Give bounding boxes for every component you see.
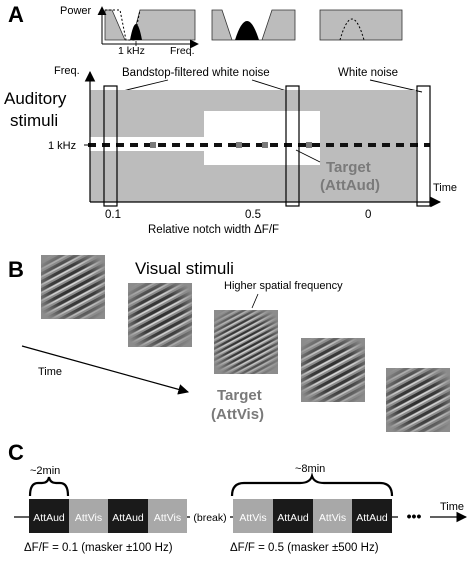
time-label-auditory: Time bbox=[433, 182, 457, 194]
condition-first-label: ΔF/F = 0.1 (masker ±100 Hz) bbox=[24, 542, 173, 554]
block-label: AttAud bbox=[277, 512, 309, 524]
block-sequence-1: AttAud AttVis AttAud AttVis bbox=[29, 499, 187, 533]
block-label: AttAud bbox=[112, 512, 144, 524]
target-tone-1 bbox=[150, 142, 156, 148]
grating-2 bbox=[128, 283, 192, 347]
notch-band-wide bbox=[204, 111, 320, 165]
bandstop-label: Bandstop-filtered white noise bbox=[122, 67, 270, 79]
window-white-noise bbox=[416, 85, 431, 207]
block-att-vis bbox=[148, 499, 187, 533]
inset-freq-label: Freq. bbox=[170, 45, 195, 57]
block-att-aud bbox=[352, 499, 392, 533]
block-att-vis bbox=[69, 499, 108, 533]
notch-value-2: 0.5 bbox=[245, 209, 261, 221]
target-aud-label-1: Target bbox=[326, 159, 371, 176]
auditory-stimuli-title-1: Auditory bbox=[4, 89, 67, 108]
break-label: (break) bbox=[193, 512, 226, 524]
target-tone-3 bbox=[262, 142, 268, 148]
block-sequence-2: AttVis AttAud AttVis AttAud bbox=[233, 499, 392, 533]
target-aud-leader bbox=[295, 149, 321, 163]
inset-khz-label: 1 kHz bbox=[118, 45, 145, 57]
block-label: AttVis bbox=[319, 512, 346, 524]
panel-c-letter: C bbox=[8, 440, 24, 465]
grating-4 bbox=[301, 338, 365, 402]
white-noise-label: White noise bbox=[338, 67, 398, 79]
spatial-frequency-leader bbox=[251, 293, 259, 309]
visual-stimuli-title: Visual stimuli bbox=[135, 259, 234, 278]
block-label: AttVis bbox=[239, 512, 266, 524]
time-axis-visual bbox=[21, 345, 190, 395]
auditory-stimuli-title-2: stimuli bbox=[10, 111, 58, 130]
notch-value-3: 0 bbox=[365, 209, 371, 221]
spectrum-inset-narrow-notch bbox=[104, 5, 196, 45]
block-att-aud bbox=[273, 499, 313, 533]
block-att-vis bbox=[233, 499, 273, 533]
window-narrow-notch bbox=[103, 85, 118, 207]
block-label: AttAud bbox=[356, 512, 388, 524]
freq-axis-label: Freq. bbox=[54, 65, 80, 77]
time-label-schedule: Time bbox=[440, 501, 464, 513]
grating-target bbox=[214, 310, 278, 374]
spectrum-inset-wide-notch bbox=[211, 9, 296, 41]
target-aud-label-2: (AttAud) bbox=[320, 177, 380, 194]
panel-b-letter: B bbox=[8, 257, 24, 282]
block-att-aud bbox=[108, 499, 148, 533]
time-label-visual: Time bbox=[38, 366, 62, 378]
duration-long-label: ~8min bbox=[295, 463, 325, 475]
spectrum-inset-white-noise bbox=[319, 9, 403, 41]
target-tone-2 bbox=[236, 142, 242, 148]
notch-value-1: 0.1 bbox=[105, 209, 121, 221]
brace-long bbox=[230, 472, 394, 497]
continuation-ellipsis: ••• bbox=[407, 508, 422, 524]
block-att-vis bbox=[313, 499, 352, 533]
target-vis-label-1: Target bbox=[217, 387, 262, 404]
block-att-aud bbox=[29, 499, 69, 533]
target-tone-4 bbox=[306, 142, 312, 148]
block-label: AttVis bbox=[75, 512, 102, 524]
block-label: AttVis bbox=[154, 512, 181, 524]
brace-short bbox=[28, 476, 70, 497]
grating-1 bbox=[41, 255, 105, 319]
window-wide-notch bbox=[285, 85, 300, 207]
block-label: AttAud bbox=[33, 512, 65, 524]
grating-5 bbox=[386, 368, 450, 432]
duration-short-label: ~2min bbox=[30, 465, 60, 477]
condition-second-label: ΔF/F = 0.5 (masker ±500 Hz) bbox=[230, 542, 379, 554]
khz-tick-label: 1 kHz bbox=[48, 140, 76, 152]
notch-axis-label: Relative notch width ΔF/F bbox=[148, 224, 279, 236]
spatial-frequency-annotation: Higher spatial frequency bbox=[224, 280, 343, 292]
target-vis-label-2: (AttVis) bbox=[211, 406, 264, 423]
power-axis-label: Power bbox=[60, 5, 92, 17]
panel-a-letter: A bbox=[8, 2, 24, 27]
